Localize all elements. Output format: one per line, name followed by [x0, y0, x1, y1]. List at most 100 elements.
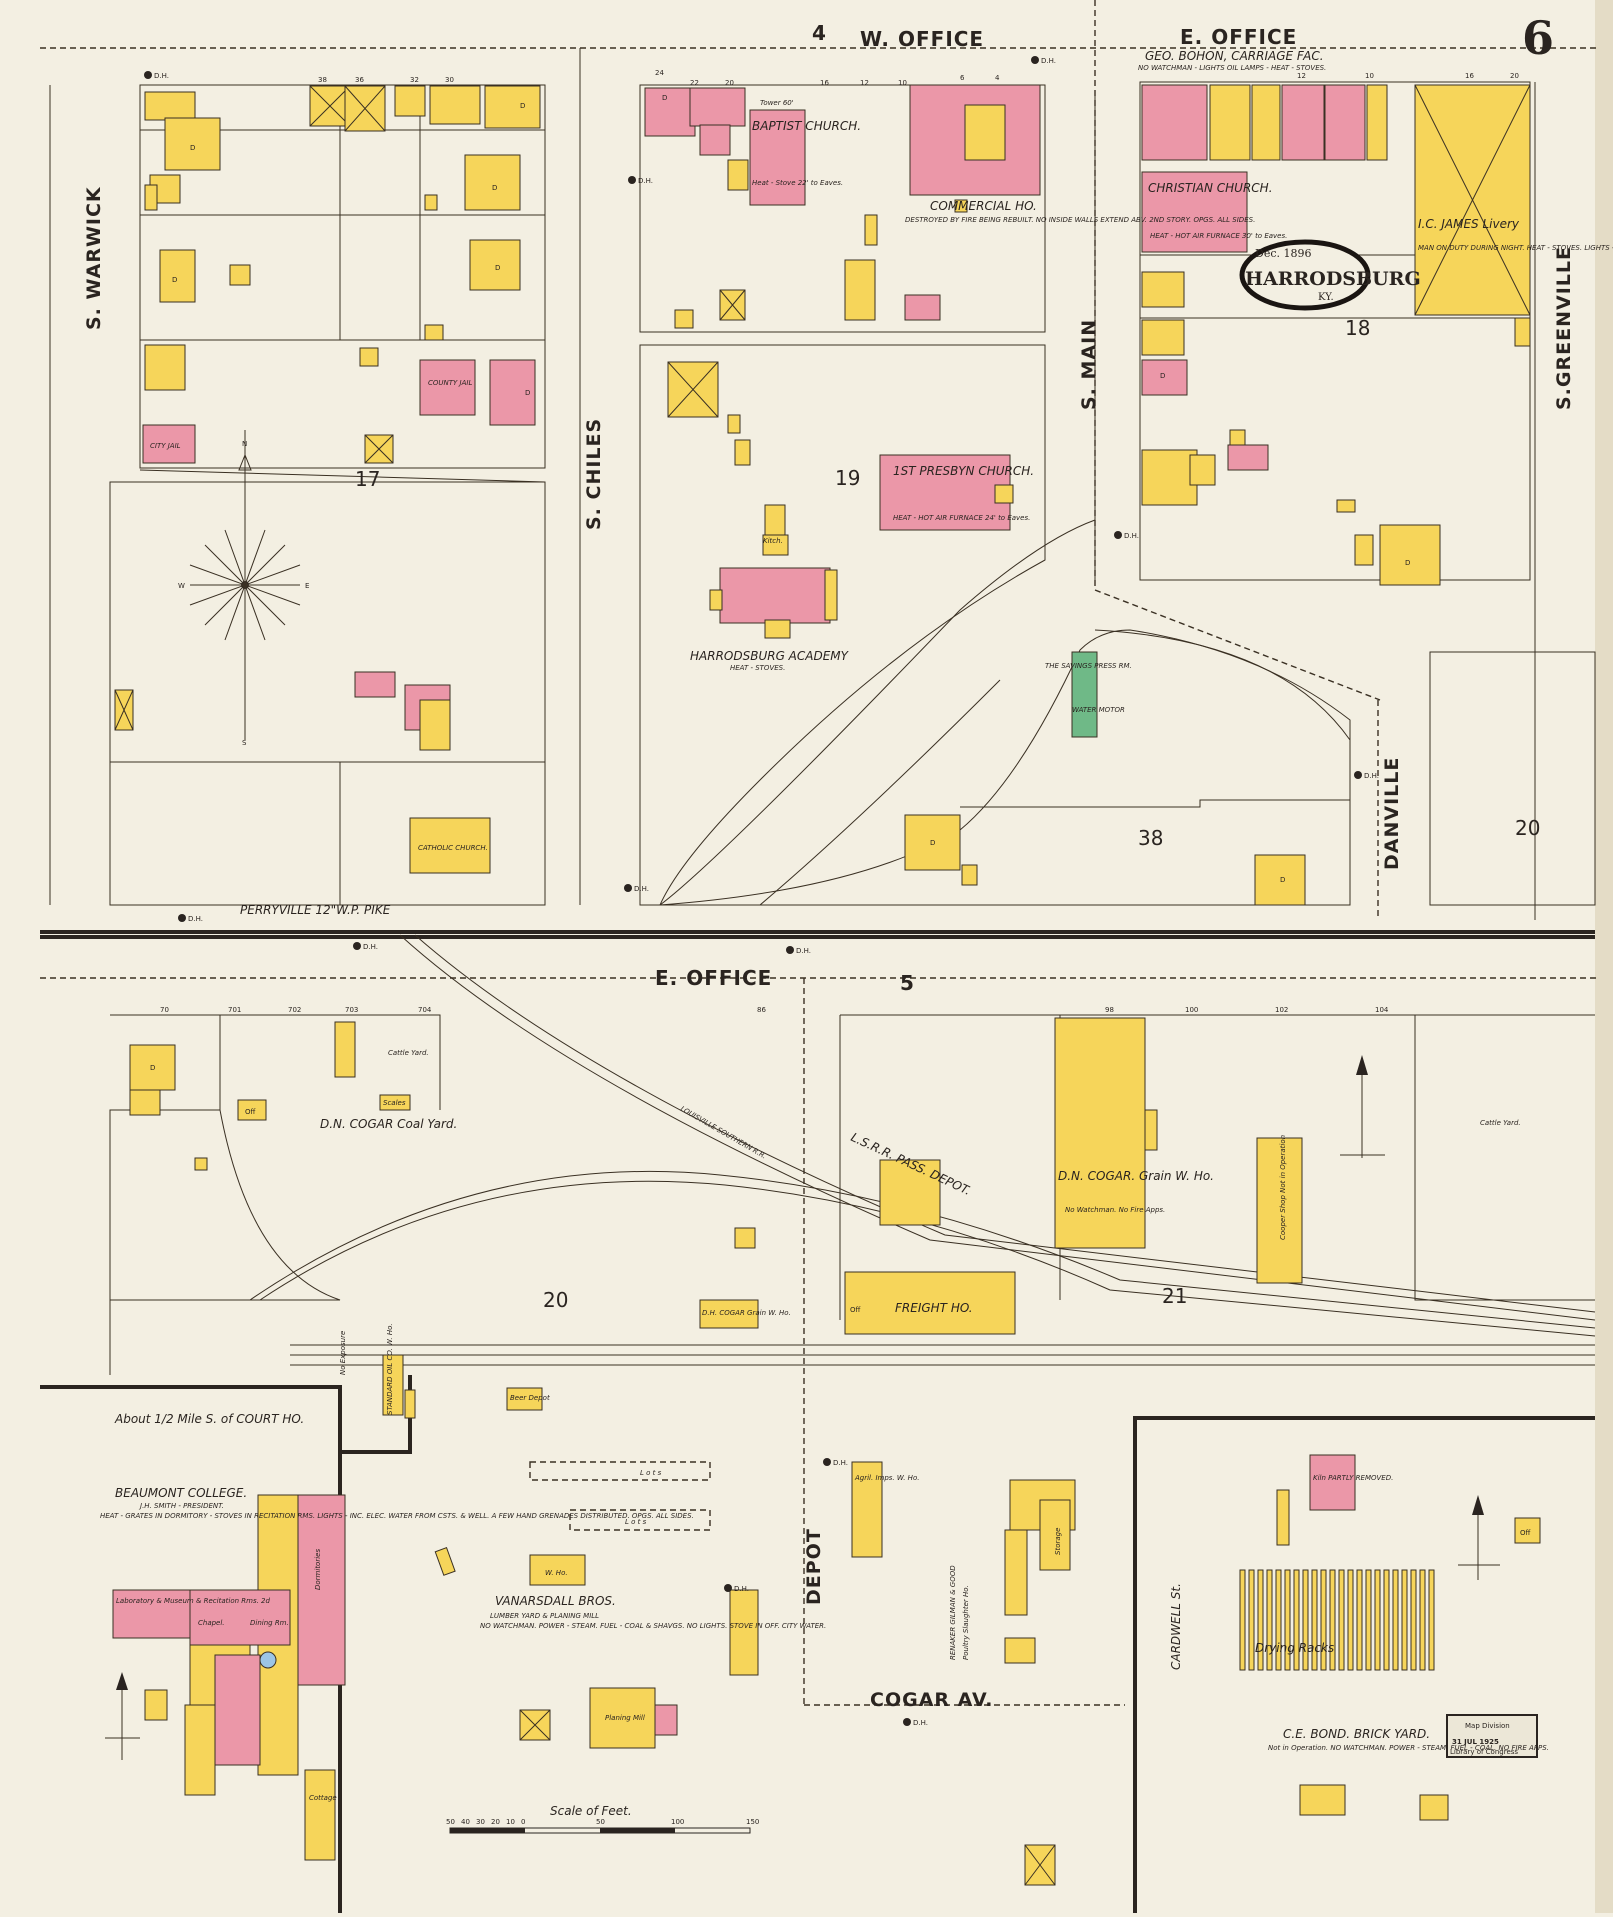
shed [1276, 1489, 1290, 1546]
drying-rack [1284, 1569, 1291, 1671]
lot-number: 98 [1105, 1006, 1114, 1014]
street-w-office: W. OFFICE [860, 27, 984, 51]
dormitories-building [289, 1494, 346, 1686]
dwelling-codes: D D D D D D D D D D D D Off Off Off [150, 94, 1531, 1537]
label-vanarsdall-note: NO WATCHMAN. POWER - STEAM. FUEL - COAL … [480, 1622, 826, 1630]
sheet-ref-top: 4 [812, 21, 827, 45]
street-s-warwick: S. WARWICK [83, 186, 105, 330]
lot-number: 38 [318, 76, 327, 84]
scale-tick-label: 50 [596, 1818, 605, 1826]
block-number-19: 18 [1345, 316, 1370, 340]
dh-label: D.H. [1124, 532, 1139, 540]
label-presbyn: 1ST PRESBYN CHURCH. [893, 464, 1034, 478]
label-dh-cogar: D.H. COGAR Grain W. Ho. [702, 1309, 791, 1317]
label-beer-depot: Beer Depot [510, 1394, 550, 1402]
label-w-ho: W. Ho. [545, 1569, 568, 1577]
label-brick-yard: C.E. BOND. BRICK YARD. [1283, 1727, 1430, 1741]
lot-number: 16 [820, 79, 829, 87]
north-arrow-3-head [116, 1672, 128, 1690]
office-code: Off [245, 1108, 256, 1116]
renaker-storage [1039, 1499, 1071, 1571]
building-brick [354, 671, 396, 698]
dwelling [469, 239, 521, 291]
label-cottage: Cottage [309, 1794, 337, 1802]
shed [727, 414, 741, 434]
drying-rack [1239, 1569, 1246, 1671]
building-cross [719, 289, 746, 321]
dh-marker [624, 884, 632, 892]
cogar-grain-house [1054, 1017, 1146, 1249]
dwelling [164, 117, 221, 171]
lot-number: 10 [898, 79, 907, 87]
dh-label: D.H. [188, 915, 203, 923]
baptist-church-building [749, 109, 806, 206]
lot-number: 104 [1375, 1006, 1389, 1014]
dwelling-code: D [190, 144, 195, 152]
label-cogar-grain: D.N. COGAR. Grain W. Ho. [1058, 1169, 1214, 1183]
college-frame-block [144, 1689, 168, 1721]
label-renaker-sub: Poultry Slaughter Ho. [962, 1585, 970, 1660]
label-about-half-mile: About 1/2 Mile S. of COURT HO. [114, 1412, 304, 1426]
dwelling [464, 154, 521, 211]
stamp-line-1: Map Division [1465, 1722, 1510, 1730]
shed [1354, 534, 1374, 566]
block-number-21: 21 [1162, 1284, 1187, 1308]
brick-machine [1299, 1784, 1346, 1816]
label-drying: Drying Racks [1255, 1641, 1334, 1655]
office-boundary-diagonal [1094, 589, 1381, 701]
dwelling-code: D [172, 276, 177, 284]
bohon-carriage-repository [1281, 84, 1325, 161]
label-dormitories: Dormitories [314, 1549, 322, 1590]
lot-number: 86 [757, 1006, 766, 1014]
scale-tick-label: 30 [476, 1818, 485, 1826]
street-danville: DANVILLE [1381, 757, 1403, 870]
bohon-brick [1324, 84, 1366, 161]
building-brick [699, 124, 731, 156]
label-savings: THE SAVINGS PRESS RM. [1045, 662, 1132, 670]
shed [954, 199, 968, 213]
label-kiln: Kiln PARTLY REMOVED. [1313, 1474, 1393, 1482]
label-storage: Storage [1054, 1528, 1062, 1555]
shed [864, 214, 878, 246]
block-outline-20-east [1429, 651, 1596, 906]
block-outline-17 [109, 481, 546, 906]
lot-number: 702 [288, 1006, 301, 1014]
harrodsburg-academy-building [719, 567, 831, 624]
shed [424, 194, 438, 211]
compass-w: W [178, 582, 185, 590]
stamp-line-2: 31 JUL 1925 [1452, 1738, 1499, 1746]
title-cartouche [1239, 239, 1371, 311]
north-arrow-1-head [1356, 1055, 1368, 1075]
drying-rack [1428, 1569, 1435, 1671]
label-baptist-note: Heat - Stove 22' to Eaves. [752, 179, 843, 187]
road-curve-1 [659, 519, 1096, 906]
scale-tick-label: 50 [446, 1818, 455, 1826]
shed [229, 264, 251, 286]
dwelling-code: D [1160, 372, 1165, 380]
shed [424, 324, 444, 341]
office-code: Off [1520, 1529, 1531, 1537]
lot-number: 22 [690, 79, 699, 87]
label-beaumont-pres: J.H. SMITH - PRESIDENT. [138, 1502, 224, 1510]
dh-marker [786, 946, 794, 954]
street-cogar-av: COGAR AV. [870, 1689, 994, 1711]
lot-number: 704 [418, 1006, 432, 1014]
dwelling-brick [644, 87, 696, 137]
shed [359, 347, 379, 367]
lot-number: 6 [960, 74, 965, 82]
standard-oil-whouse [382, 1354, 404, 1416]
drying-rack [1383, 1569, 1390, 1671]
perryville-pike-edge [139, 469, 546, 483]
dh-marker [1114, 531, 1122, 539]
dwelling-code: D [1280, 876, 1285, 884]
drying-rack [1401, 1569, 1408, 1671]
city-jail-building [142, 424, 196, 464]
shed [1144, 1109, 1158, 1151]
drying-rack [1374, 1569, 1381, 1671]
block-number-17: 17 [355, 467, 380, 491]
dwelling-frame [1379, 524, 1441, 586]
library-stamp [1446, 1714, 1538, 1758]
page-number: 6 [1522, 11, 1554, 65]
well-frame [964, 104, 1006, 161]
block-outline-19 [1139, 81, 1531, 581]
